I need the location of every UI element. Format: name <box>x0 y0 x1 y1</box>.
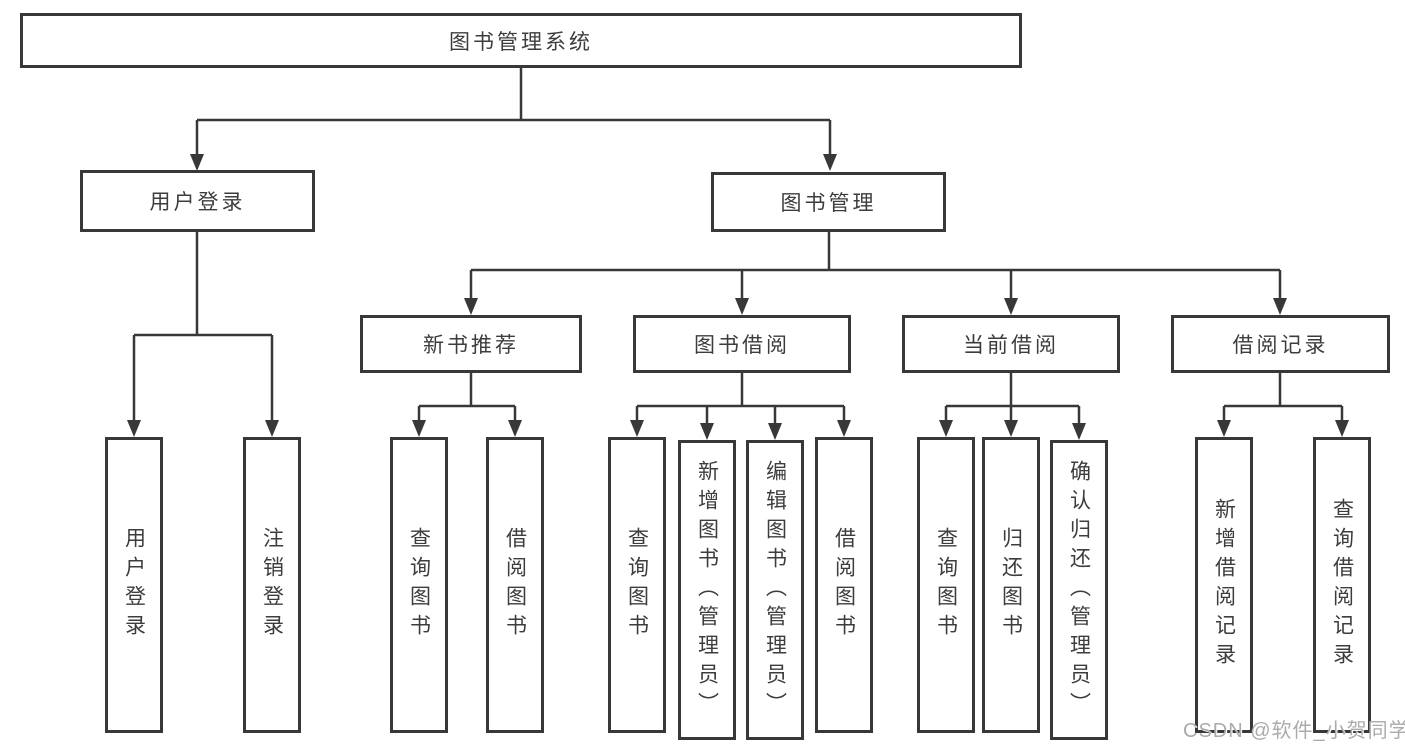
arrow-down-icon <box>837 420 851 437</box>
node-label: 用户登录 <box>149 191 246 214</box>
arrow-down-icon <box>190 154 204 171</box>
node-user-login: 用户登录 <box>80 170 315 232</box>
leaf-label: 用户登录 <box>122 527 146 643</box>
leaf-label: 借阅图书 <box>503 527 527 643</box>
leaf-add-borrow-record: 新增借阅记录 <box>1195 437 1253 733</box>
node-book-management: 图书管理 <box>711 172 946 232</box>
arrow-down-icon <box>768 423 782 440</box>
leaf-add-book-admin: 新增图书（管理员） <box>678 440 736 740</box>
leaf-borrow-books: 借阅图书 <box>815 437 873 733</box>
connector-mgmt-to-level3 <box>464 232 1287 315</box>
leaf-label: 新增图书（管理员） <box>695 459 719 721</box>
arrow-down-icon <box>630 420 644 437</box>
node-label: 当前借阅 <box>963 334 1059 357</box>
arrow-down-icon <box>735 298 749 315</box>
node-label: 图书管理系统 <box>449 30 593 54</box>
leaf-borrow-books-recommend: 借阅图书 <box>486 437 544 733</box>
connector-records-to-leaves <box>1217 373 1349 437</box>
node-borrow-records: 借阅记录 <box>1171 315 1390 373</box>
arrow-down-icon <box>1273 298 1287 315</box>
arrow-down-icon <box>700 423 714 440</box>
leaf-label: 查询借阅记录 <box>1330 498 1354 672</box>
leaf-query-books-current: 查询图书 <box>917 437 975 733</box>
node-current-borrow: 当前借阅 <box>902 315 1120 373</box>
arrow-down-icon <box>508 420 522 437</box>
leaf-return-book: 归还图书 <box>982 437 1040 733</box>
arrow-down-icon <box>1072 423 1086 440</box>
node-label: 图书借阅 <box>694 334 790 357</box>
leaf-label: 编辑图书（管理员） <box>763 459 787 721</box>
connector-recommend-to-leaves <box>412 373 522 437</box>
leaf-user-login: 用户登录 <box>105 437 163 733</box>
node-book-borrow: 图书借阅 <box>633 315 851 373</box>
connector-root-to-level2 <box>190 68 837 171</box>
leaf-label: 归还图书 <box>999 527 1023 643</box>
connector-login-to-leaves <box>127 232 279 437</box>
arrow-down-icon <box>1335 420 1349 437</box>
watermark: CSDN @软件_小贺同学 <box>1183 720 1405 742</box>
leaf-logout: 注销登录 <box>243 437 301 733</box>
arrow-down-icon <box>1004 298 1018 315</box>
leaf-query-books-recommend: 查询图书 <box>390 437 448 733</box>
arrow-down-icon <box>464 298 478 315</box>
node-label: 图书管理 <box>780 192 877 215</box>
leaf-label: 借阅图书 <box>832 527 856 643</box>
arrow-down-icon <box>939 420 953 437</box>
arrow-down-icon <box>412 420 426 437</box>
leaf-query-books-borrow: 查询图书 <box>608 437 666 733</box>
leaf-confirm-return-admin: 确认归还（管理员） <box>1050 440 1108 740</box>
node-label: 借阅记录 <box>1232 334 1329 357</box>
connector-current-to-leaves <box>939 373 1086 440</box>
leaf-edit-book-admin: 编辑图书（管理员） <box>746 440 804 740</box>
node-new-book-recommend: 新书推荐 <box>360 315 582 373</box>
leaf-label: 确认归还（管理员） <box>1067 459 1091 721</box>
leaf-label: 查询图书 <box>407 527 431 643</box>
leaf-query-borrow-record: 查询借阅记录 <box>1313 437 1371 733</box>
arrow-down-icon <box>1217 420 1231 437</box>
connector-borrow-to-leaves <box>630 373 851 440</box>
node-root-system: 图书管理系统 <box>20 13 1022 68</box>
arrow-down-icon <box>265 420 279 437</box>
leaf-label: 查询图书 <box>625 527 649 643</box>
leaf-label: 新增借阅记录 <box>1212 498 1236 672</box>
arrow-down-icon <box>823 154 837 171</box>
node-label: 新书推荐 <box>423 334 519 357</box>
arrow-down-icon <box>127 420 141 437</box>
arrow-down-icon <box>1004 420 1018 437</box>
leaf-label: 查询图书 <box>934 527 958 643</box>
leaf-label: 注销登录 <box>260 527 284 643</box>
